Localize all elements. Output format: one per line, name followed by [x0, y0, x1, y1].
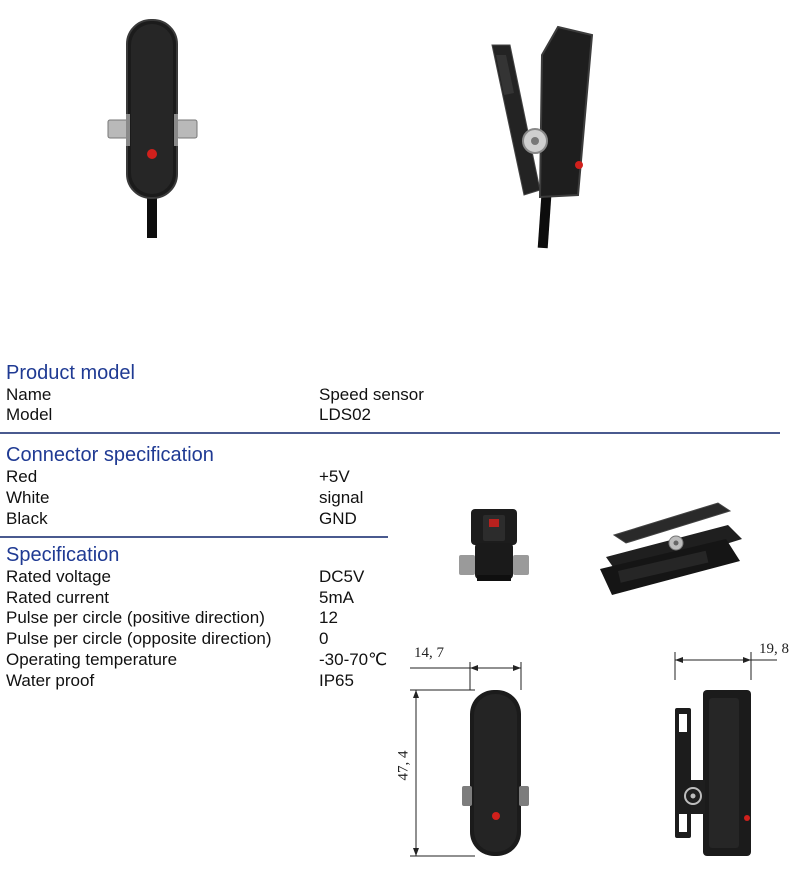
sensor-side-clip-photo — [491, 25, 594, 249]
spec-value: signal — [319, 488, 364, 507]
spec-label: Pulse per circle (positive direction) — [6, 608, 265, 627]
section-title-connector: Connector specification — [6, 444, 214, 466]
sensor-clip-angled-photo — [600, 502, 742, 595]
spec-row-water-proof: Water proof IP65 — [6, 670, 386, 691]
spec-row-rated-current: Rated current 5mA — [6, 587, 386, 608]
spec-label: White — [6, 488, 50, 507]
spec-label: Water proof — [6, 671, 95, 690]
spec-value: IP65 — [319, 671, 354, 690]
spec-row-pulse-positive: Pulse per circle (positive direction) 12 — [6, 607, 386, 628]
spec-label: Name — [6, 385, 52, 404]
sensor-front-dimension-drawing — [410, 662, 529, 857]
spec-value: +5V — [319, 467, 350, 486]
section-divider — [0, 536, 388, 538]
dim-front-width-label: 14, 7 — [414, 645, 444, 661]
spec-value: 5mA — [319, 588, 354, 607]
spec-label: Model — [6, 405, 53, 424]
spec-label: Black — [6, 509, 48, 528]
spec-row-pulse-opposite: Pulse per circle (opposite direction) 0 — [6, 628, 386, 649]
spec-row-operating-temperature: Operating temperature -30-70℃ — [6, 649, 388, 670]
section-title-product-model: Product model — [6, 362, 135, 384]
spec-value: Speed sensor — [319, 385, 424, 404]
spec-value: 12 — [319, 608, 338, 627]
sensor-front-photo — [107, 19, 198, 238]
section-title-specification: Specification — [6, 544, 120, 566]
spec-value: -30-70℃ — [319, 650, 388, 669]
spec-label: Red — [6, 467, 38, 486]
spec-row-name: Name Speed sensor — [6, 384, 424, 405]
dim-front-height-label: 47, 4 — [395, 750, 412, 781]
spec-value: GND — [319, 509, 357, 528]
spec-label: Operating temperature — [6, 650, 178, 669]
spec-row-model: Model LDS02 — [6, 404, 386, 425]
spec-row-red: Red +5V — [6, 466, 386, 487]
spec-value: 0 — [319, 629, 329, 648]
sensor-side-dimension-drawing — [674, 652, 777, 856]
spec-row-rated-voltage: Rated voltage DC5V — [6, 566, 386, 587]
spec-value: LDS02 — [319, 405, 371, 424]
sensor-top-photo — [459, 509, 529, 581]
spec-value: DC5V — [319, 567, 365, 586]
spec-label: Pulse per circle (opposite direction) — [6, 629, 272, 648]
spec-row-white: White signal — [6, 487, 386, 508]
dim-side-width-label: 19, 8 — [759, 641, 789, 657]
spec-label: Rated voltage — [6, 567, 111, 586]
section-divider — [0, 432, 780, 434]
spec-row-black: Black GND — [6, 508, 386, 529]
spec-label: Rated current — [6, 588, 109, 607]
